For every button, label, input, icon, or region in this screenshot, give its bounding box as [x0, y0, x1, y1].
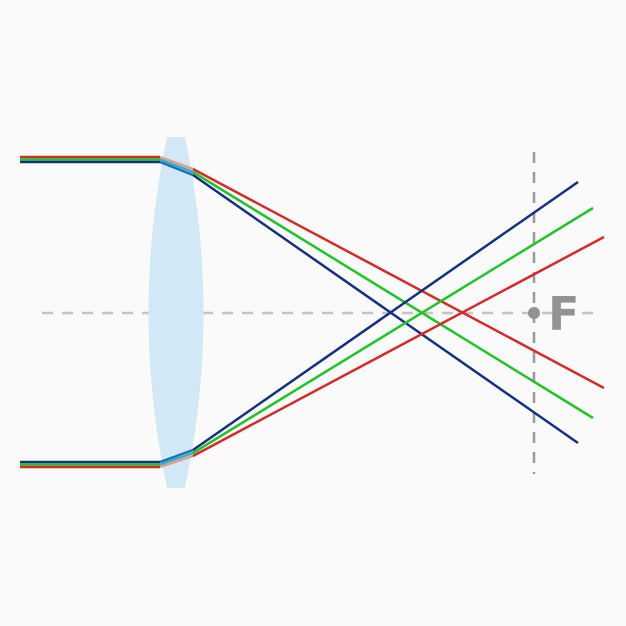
blue-ray-out-bottom — [192, 180, 579, 452]
blue-ray-lens-bottom — [159, 448, 194, 464]
red-ray-lens-top — [159, 155, 194, 171]
blue-ray-out-top — [192, 173, 579, 445]
incoming-rays-bottom — [20, 460, 160, 469]
green-ray-out-top — [192, 170, 594, 420]
refracted-rays-top — [192, 167, 605, 445]
refracted-rays-bottom — [192, 180, 605, 458]
red-ray-out-bottom — [192, 235, 605, 458]
incoming-rays-top — [20, 155, 160, 164]
green-ray-lens-bottom — [159, 451, 194, 466]
focal-point-label: F — [548, 287, 579, 341]
in-lens-rays-bottom — [159, 448, 194, 469]
red-ray-out-top — [192, 167, 605, 390]
in-lens-rays-top — [159, 155, 194, 177]
red-ray-lens-bottom — [159, 454, 194, 469]
convex-lens — [148, 137, 204, 488]
blue-ray-lens-top — [159, 160, 194, 177]
green-ray-lens-top — [159, 158, 194, 174]
green-ray-out-bottom — [192, 206, 594, 455]
focal-point-dot — [528, 307, 540, 319]
